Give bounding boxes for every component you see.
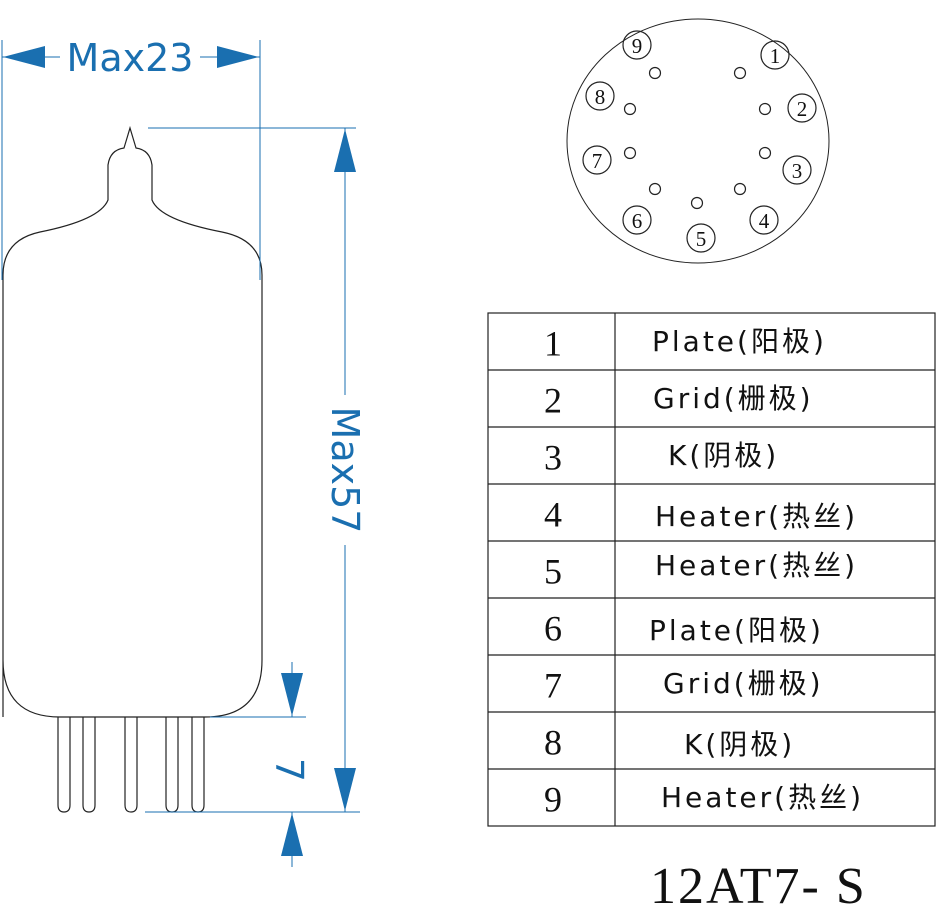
pin-number-circle [686, 223, 716, 253]
pin-number-circle [622, 205, 652, 235]
tube-pin [191, 717, 205, 813]
height-dimension-label: Max57 [323, 407, 367, 534]
table-row: 2 Grid(栅极) [544, 381, 814, 421]
pin-number-circle [787, 93, 817, 123]
pin-function-cell: Plate(阳极) [652, 325, 827, 358]
tube-pin [124, 717, 138, 813]
pin-number-cell: 8 [544, 723, 562, 763]
pin-number-label: 8 [595, 85, 606, 109]
pin-layout-diagram: 1 2 3 4 5 6 7 8 9 [566, 18, 830, 264]
pin-function-cell: Heater(热丝) [655, 549, 858, 582]
pin-function-cell: Grid(栅极) [663, 667, 824, 700]
pin-function-cell: K(阴极) [684, 728, 795, 761]
arrow-up-icon [334, 129, 356, 172]
pin-number-circle [622, 30, 652, 60]
table-row: 8 K(阴极) [544, 723, 795, 763]
table-row: 5 Heater(热丝) [544, 549, 858, 592]
table-row: 6 Plate(阳极) [544, 609, 824, 649]
pin-hole [758, 102, 772, 116]
arrow-left-icon [3, 46, 45, 68]
pin-number-cell: 9 [544, 780, 562, 820]
pin-number-label: 7 [592, 149, 603, 173]
width-dimension-label: Max23 [67, 36, 194, 80]
pin-function-cell: Grid(栅极) [653, 382, 814, 415]
arrow-right-icon [217, 46, 259, 68]
pin-hole [733, 66, 747, 80]
tube-pin [82, 717, 96, 813]
tube-pins [57, 717, 205, 813]
pin-number-cell: 1 [544, 324, 562, 364]
pin-number-cell: 5 [544, 552, 562, 592]
pin-number-label: 1 [770, 44, 781, 68]
pin-number-label: 4 [759, 209, 770, 233]
pin-hole [623, 146, 637, 160]
pin-function-cell: Heater(热丝) [661, 781, 864, 814]
pin-number-circle [585, 81, 615, 111]
pin-number-cell: 2 [544, 381, 562, 421]
tube-pin [57, 717, 71, 813]
pin-number-cell: 4 [544, 495, 562, 535]
pin-number-circle [582, 145, 612, 175]
pin-hole [758, 146, 772, 160]
pin-number-label: 9 [632, 34, 643, 58]
arrow-down-icon [281, 673, 303, 716]
pin-number-label: 6 [632, 209, 643, 233]
pin-hole [733, 182, 747, 196]
model-title: 12AT7- S [650, 858, 867, 910]
pin-function-cell: K(阴极) [668, 439, 779, 472]
tube-pin [165, 717, 179, 813]
pin-hole [623, 102, 637, 116]
arrow-up-icon [281, 813, 303, 856]
pin-number-label: 2 [797, 97, 808, 121]
arrow-down-icon [334, 768, 356, 811]
pin-number-circle [760, 40, 790, 70]
pin-number-circle [749, 205, 779, 235]
table-row: 9 Heater(热丝) [544, 780, 864, 820]
pin-number-cell: 7 [544, 666, 562, 706]
table-row: 1 Plate(阳极) [544, 324, 827, 364]
pin-number-label: 5 [696, 227, 707, 251]
pin-number-circle [782, 155, 812, 185]
pin-number-cell: 3 [544, 438, 562, 478]
pin-number-cell: 6 [544, 609, 562, 649]
pin-function-cell: Plate(阳极) [649, 614, 824, 647]
pin-hole [648, 66, 662, 80]
table-row: 3 K(阴极) [544, 438, 779, 478]
table-row: 4 Heater(热丝) [544, 495, 858, 535]
pin-length-label: 7 [267, 758, 311, 782]
pin-hole [690, 196, 704, 210]
tube-envelope [2, 125, 263, 718]
pin-number-label: 3 [792, 159, 803, 183]
pin-function-cell: Heater(热丝) [655, 500, 858, 533]
table-row: 7 Grid(栅极) [544, 666, 824, 706]
pin-hole [648, 182, 662, 196]
